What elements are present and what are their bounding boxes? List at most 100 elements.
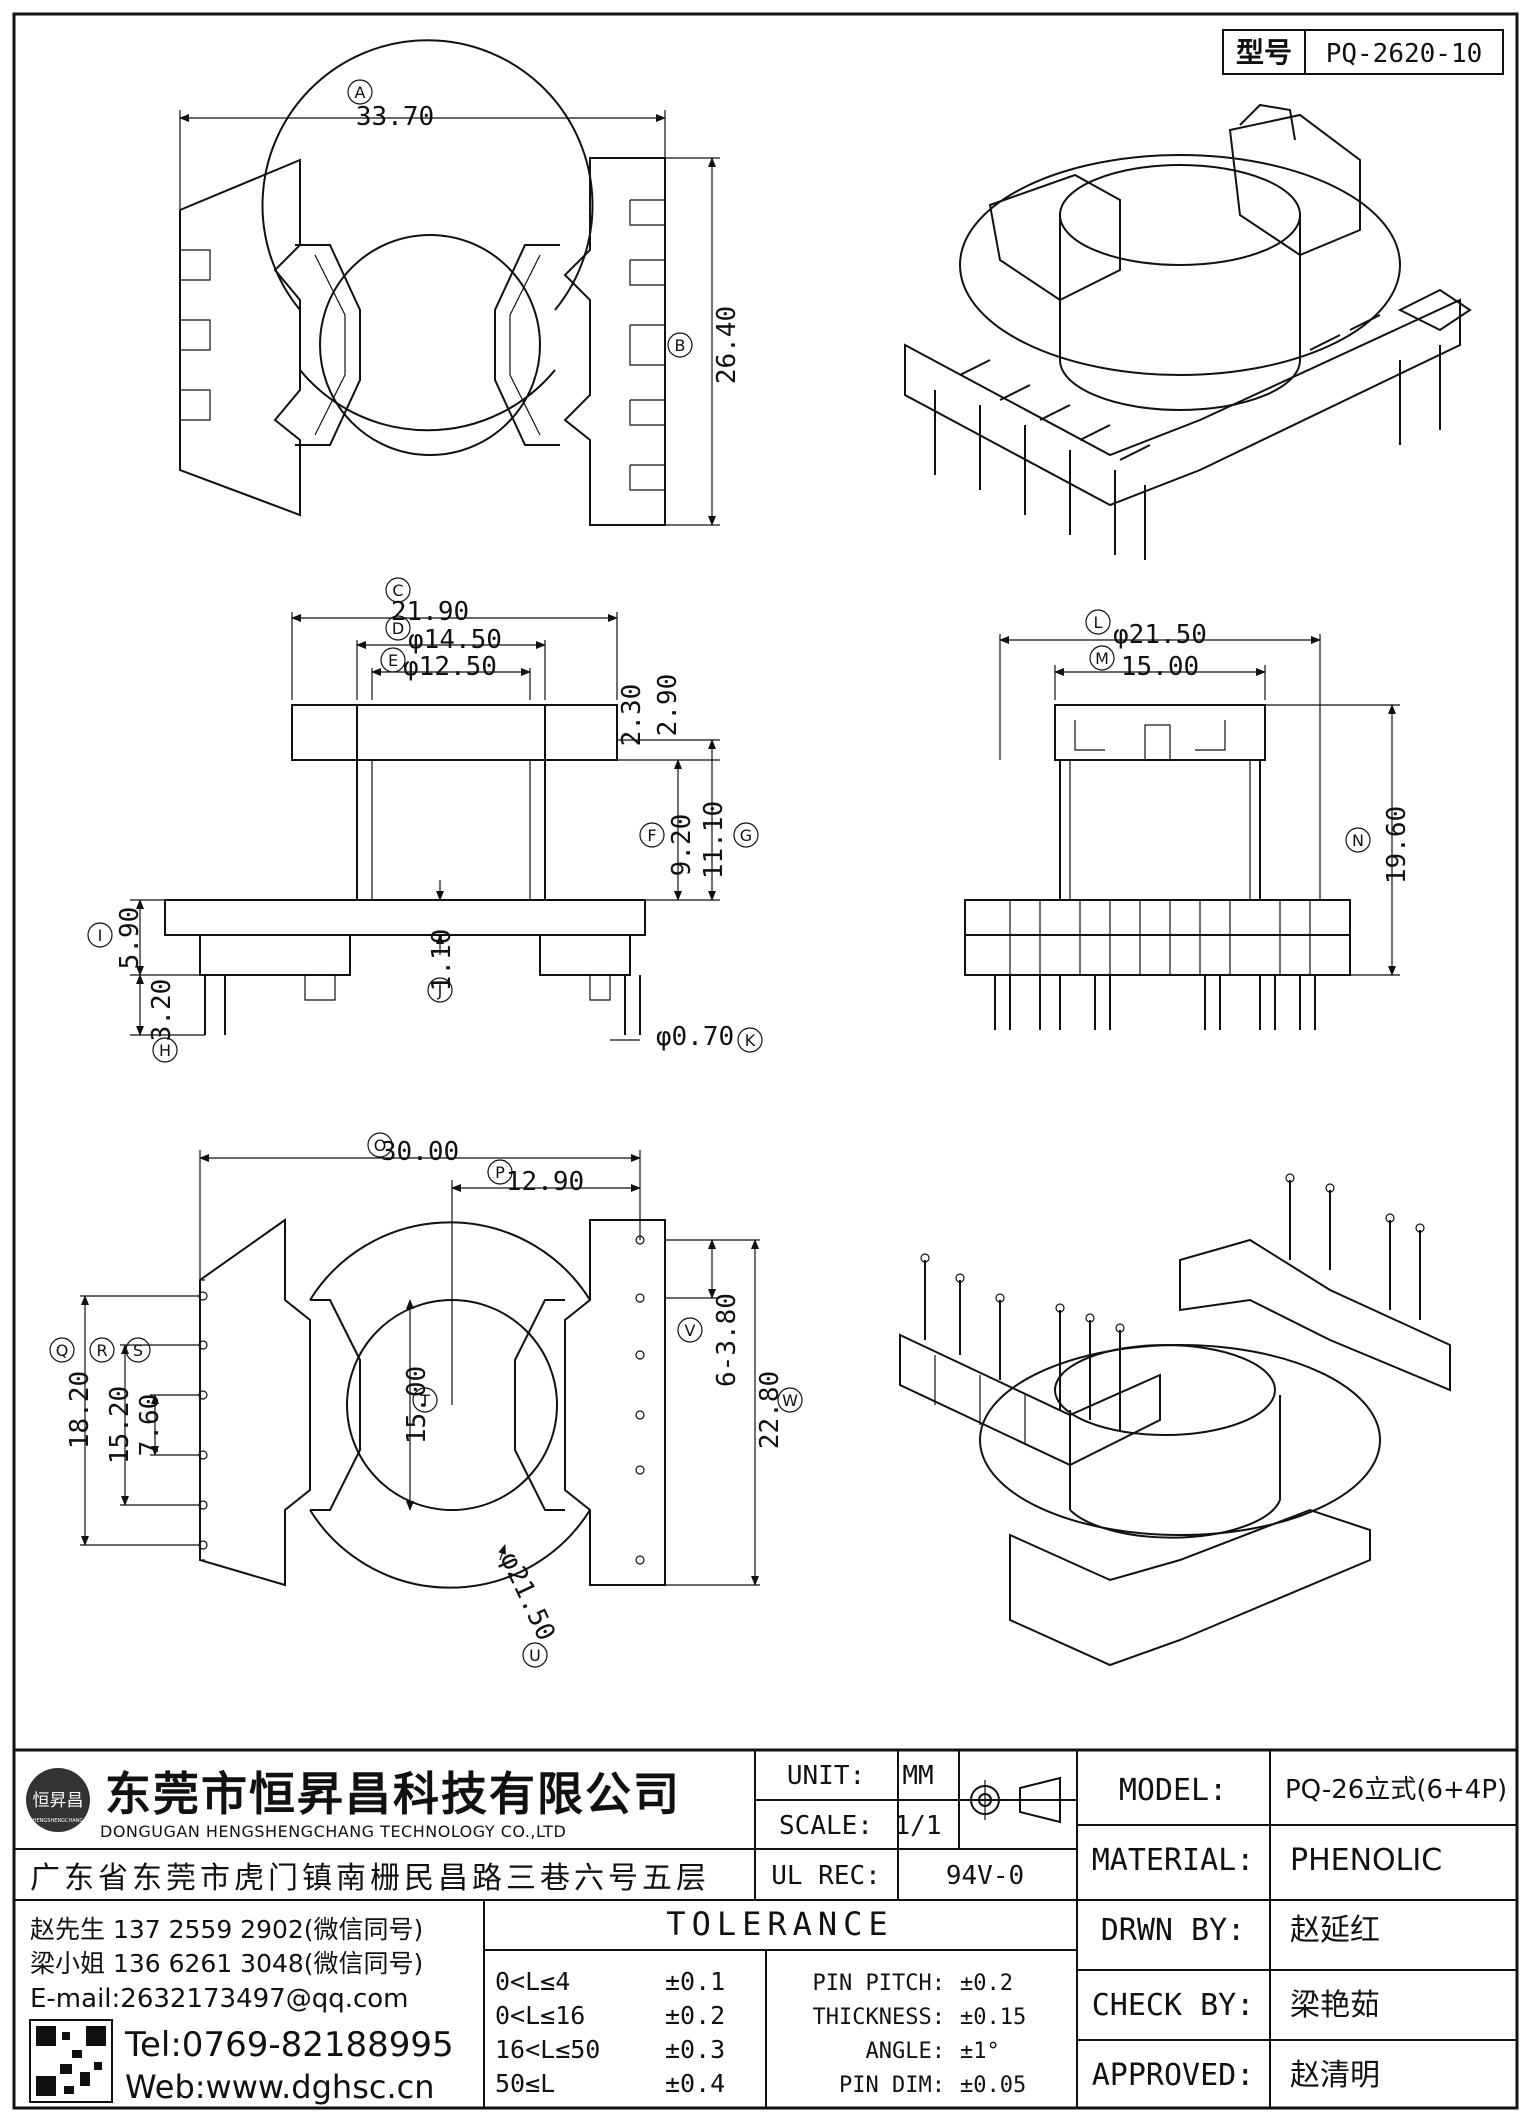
callout-circle-j	[427, 977, 453, 1003]
unit-label: UNIT:	[787, 1761, 865, 1791]
company-address: 广东省东莞市虎门镇南栅民昌路三巷六号五层	[30, 1861, 710, 1896]
tolerance-extra-label: ANGLE:	[866, 2039, 945, 2064]
dimension-c: 21.90	[391, 597, 469, 627]
dimension-a: 33.70	[356, 102, 434, 132]
dimension-b: 26.40	[712, 306, 742, 384]
dimension-h: 3.20	[147, 979, 177, 1042]
top-view	[179, 39, 720, 526]
tolerance-extra-label: PIN DIM:	[839, 2073, 945, 2098]
tolerance-range: 0<L≤16	[495, 2001, 585, 2030]
callout-letter-q: Q	[56, 1341, 69, 1360]
callout-circle-l	[1085, 609, 1111, 635]
drawn-by-label: DRWN BY:	[1101, 1913, 1246, 1948]
dimension-dim_290: 2.90	[653, 674, 683, 737]
tolerance-extra-value: ±0.15	[960, 2005, 1026, 2030]
dimension-d: φ14.50	[408, 625, 502, 655]
logo-subtext: HENGSHENGCHANG	[33, 1818, 84, 1824]
part-number-value: PQ-2620-10	[1326, 39, 1483, 69]
callout-letter-r: R	[96, 1341, 107, 1360]
scale-value: 1/1	[895, 1811, 942, 1841]
website: Web:www.dghsc.cn	[125, 2068, 435, 2106]
iso-view-bottom	[899, 1173, 1451, 1667]
check-by-value: 梁艳茹	[1290, 1988, 1380, 2023]
tolerance-range: 0<L≤4	[495, 1967, 570, 1996]
callout-circle-r	[89, 1337, 115, 1363]
material-value: PHENOLIC	[1290, 1843, 1442, 1878]
tolerance-extra-label: PIN PITCH:	[813, 1971, 945, 1996]
callout-letter-e: E	[388, 651, 398, 670]
callout-letter-k: K	[745, 1031, 756, 1050]
bottom-view	[80, 1150, 760, 1589]
callout-circle-e	[380, 647, 406, 673]
callout-circle-k	[737, 1027, 763, 1053]
callout-letter-h: H	[159, 1041, 171, 1060]
callout-circle-g	[733, 822, 759, 848]
dimension-k: φ0.70	[656, 1022, 734, 1052]
callout-letter-c: C	[392, 581, 403, 600]
dimension-s: 7.60	[135, 1394, 165, 1457]
dimension-u: φ21.50	[494, 1548, 561, 1646]
callout-circle-s	[125, 1337, 151, 1363]
ulrec-label: UL REC:	[771, 1861, 881, 1891]
company-name-cn: 东莞市恒昇昌科技有限公司	[105, 1767, 681, 1821]
tolerance-extra-label: THICKNESS:	[813, 2005, 945, 2030]
tolerance-extra-value: ±0.2	[960, 1971, 1013, 1996]
callout-letter-o: O	[374, 1136, 387, 1155]
title-block: 恒昇昌 HENGSHENGCHANG 东莞市恒昇昌科技有限公司 DONGUGAN…	[12, 1748, 1519, 2110]
callout-letter-m: M	[1095, 649, 1109, 668]
dimension-l: φ21.50	[1113, 620, 1207, 650]
callout-letter-t: T	[419, 1391, 430, 1410]
part-number-box: 型号 PQ-2620-10	[1222, 29, 1504, 75]
callout-circle-p	[487, 1159, 513, 1185]
qr-code	[29, 2019, 113, 2103]
email: E-mail:2632173497@qq.com	[30, 1984, 409, 2014]
part-number-label: 型号	[1236, 36, 1292, 69]
callout-letter-n: N	[1352, 831, 1364, 850]
callout-circle-h	[152, 1037, 178, 1063]
contact-1: 赵先生 137 2559 2902(微信同号)	[30, 1915, 423, 1944]
tolerance-value: ±0.2	[665, 2001, 725, 2030]
tolerance-title: TOLERANCE	[666, 1905, 893, 1943]
callout-circle-c	[385, 577, 411, 603]
tolerance-extra-value: ±0.05	[960, 2073, 1026, 2098]
projection-symbol-icon	[965, 1776, 1061, 1824]
model-label: MODEL:	[1119, 1773, 1227, 1808]
dimension-g: 11.10	[699, 801, 729, 879]
contact-2: 梁小姐 136 6261 3048(微信同号)	[30, 1949, 423, 1978]
callout-letter-i: I	[98, 926, 103, 945]
dimension-p: 12.90	[506, 1167, 584, 1197]
callout-circle-a	[347, 79, 373, 105]
callout-letter-u: U	[529, 1646, 541, 1665]
callout-letter-a: A	[355, 83, 366, 102]
callout-letter-g: G	[740, 826, 752, 845]
callout-circle-t	[412, 1387, 438, 1413]
dimension-e: φ12.50	[403, 652, 497, 682]
check-by-label: CHECK BY:	[1092, 1988, 1255, 2023]
dimension-n: 19.60	[1382, 806, 1412, 884]
company-name-en: DONGUGAN HENGSHENGCHANG TECHNOLOGY CO.,L…	[100, 1822, 566, 1841]
callout-letter-p: P	[495, 1163, 505, 1182]
callout-letter-d: D	[392, 619, 404, 638]
callout-circle-n	[1345, 827, 1371, 853]
dimension-i: 5.90	[115, 907, 145, 970]
dimension-t: 15.00	[402, 1366, 432, 1444]
dimension-r: 15.20	[105, 1386, 135, 1464]
tolerance-value: ±0.3	[665, 2035, 725, 2064]
unit-value: MM	[902, 1761, 933, 1791]
dimension-w: 22.80	[755, 1371, 785, 1449]
callout-letter-s: S	[133, 1341, 143, 1360]
dimension-f: 9.20	[667, 814, 697, 877]
tolerance-extra-value: ±1°	[960, 2039, 1000, 2064]
callout-circle-m	[1089, 645, 1115, 671]
approved-value: 赵清明	[1290, 2058, 1380, 2093]
callout-circle-w	[777, 1387, 803, 1413]
tolerance-value: ±0.4	[665, 2069, 725, 2098]
scale-label: SCALE:	[779, 1811, 873, 1841]
tolerance-range: 50≤L	[495, 2069, 555, 2098]
telephone: Tel:0769-82188995	[124, 2025, 454, 2065]
model-value: PQ-26立式(6+4P)	[1285, 1775, 1507, 1805]
